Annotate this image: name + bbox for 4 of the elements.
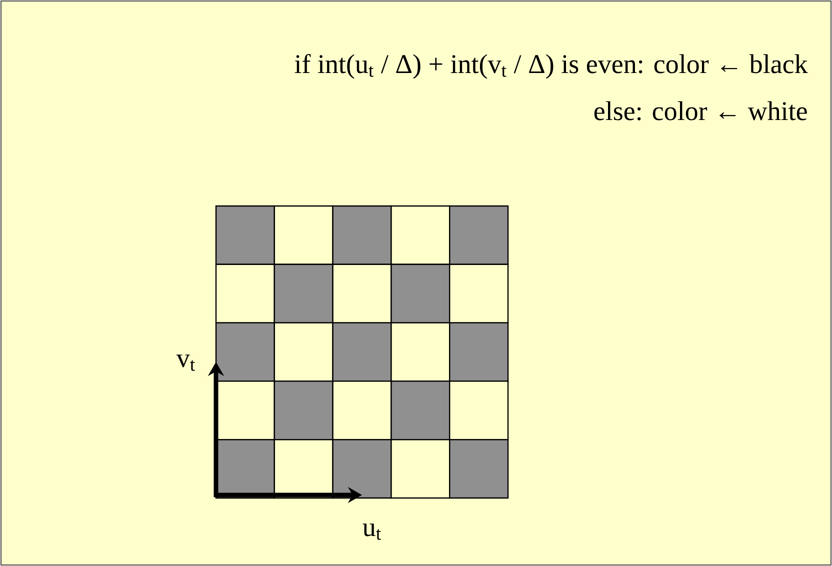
axis-label: v$_{t}$ — [176, 354, 196, 371]
axis-label: u$_{t}$ — [362, 524, 382, 540]
formula-text: else: color ← white — [594, 101, 807, 120]
formula-text: if int(u$_{t}$ / Δ) + int(v$_{t}$ / Δ) is even: color ← black — [294, 54, 808, 79]
